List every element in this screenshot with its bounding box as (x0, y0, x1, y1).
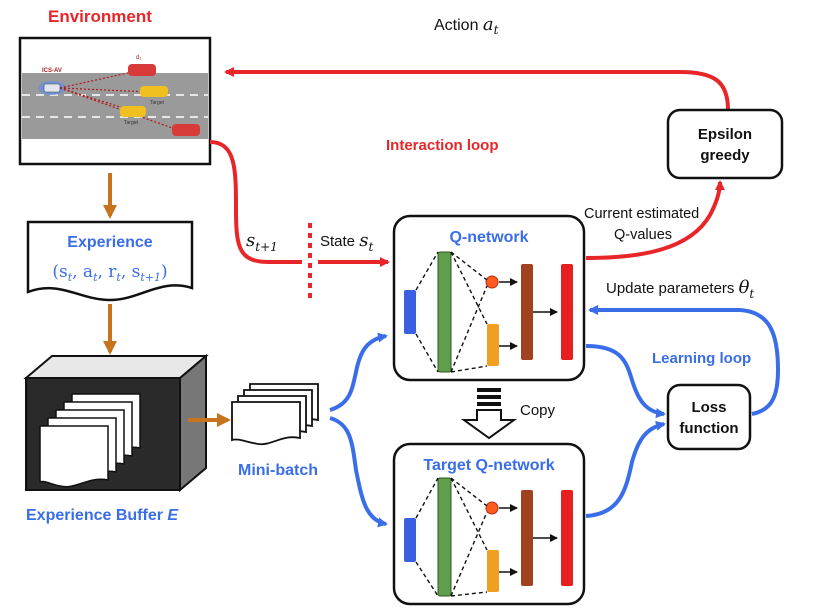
target-q-network-box: Target Q-network (392, 442, 586, 606)
next-state-label: st+1 (246, 230, 278, 254)
svg-text:Epsilon: Epsilon (698, 126, 752, 143)
svg-text:Target Q-network: Target Q-network (423, 457, 554, 474)
epsilon-greedy-box: Epsilon greedy (666, 108, 784, 180)
next-state-arrow (209, 140, 302, 264)
svg-text:function: function (679, 420, 738, 437)
experience-buffer-label: Experience Buffer E (26, 507, 179, 524)
current-estimated-label: Current estimated (584, 206, 699, 222)
action-label: Action at (434, 14, 499, 37)
road-label-target-1: Target (150, 100, 165, 106)
yellow-car-mid (140, 86, 168, 97)
mini-batch-stack (231, 383, 319, 446)
copy-label: Copy (520, 402, 556, 419)
experience-buffer-box (23, 353, 209, 493)
loss-function-box: Loss function (666, 383, 752, 451)
experience-box: Experience (st, at, rt, st+1) (26, 220, 194, 302)
experience-tuple: (st, at, rt, st+1) (52, 262, 167, 284)
svg-text:Q-network: Q-network (449, 229, 528, 246)
red-car-top (128, 64, 156, 76)
action-arrow (224, 67, 730, 111)
q-network-box: Q-network (392, 214, 586, 382)
learning-loop-label: Learning loop (652, 350, 751, 367)
state-label: State st (320, 230, 373, 254)
road-label-d1: d₁ (136, 55, 141, 61)
target-to-loss-arrow (585, 420, 666, 518)
minibatch-to-qnet-arrow (329, 332, 388, 412)
copy-arrow (460, 388, 518, 440)
environment-title: Environment (48, 7, 152, 26)
interaction-loop-label: Interaction loop (386, 137, 499, 154)
q-values-label: Q-values (614, 227, 672, 243)
q-values-arrow (585, 180, 725, 260)
learning-loop-arrow (588, 305, 781, 416)
svg-text:Loss: Loss (691, 399, 726, 416)
environment-box: ICS-AV d₁ Target Target (18, 36, 212, 166)
minibatch-to-target-arrow (329, 416, 388, 528)
road-label-target-2: Target (124, 120, 139, 126)
qnet-to-loss-arrow (585, 344, 666, 419)
yellow-car-low (120, 106, 146, 117)
mini-batch-label: Mini-batch (238, 462, 318, 479)
update-parameters-label: Update parameters θt (606, 277, 754, 301)
svg-text:greedy: greedy (700, 147, 750, 164)
red-car-bottom (172, 124, 200, 136)
svg-text:Experience: Experience (67, 234, 152, 251)
ics-av-label: ICS-AV (42, 68, 62, 74)
